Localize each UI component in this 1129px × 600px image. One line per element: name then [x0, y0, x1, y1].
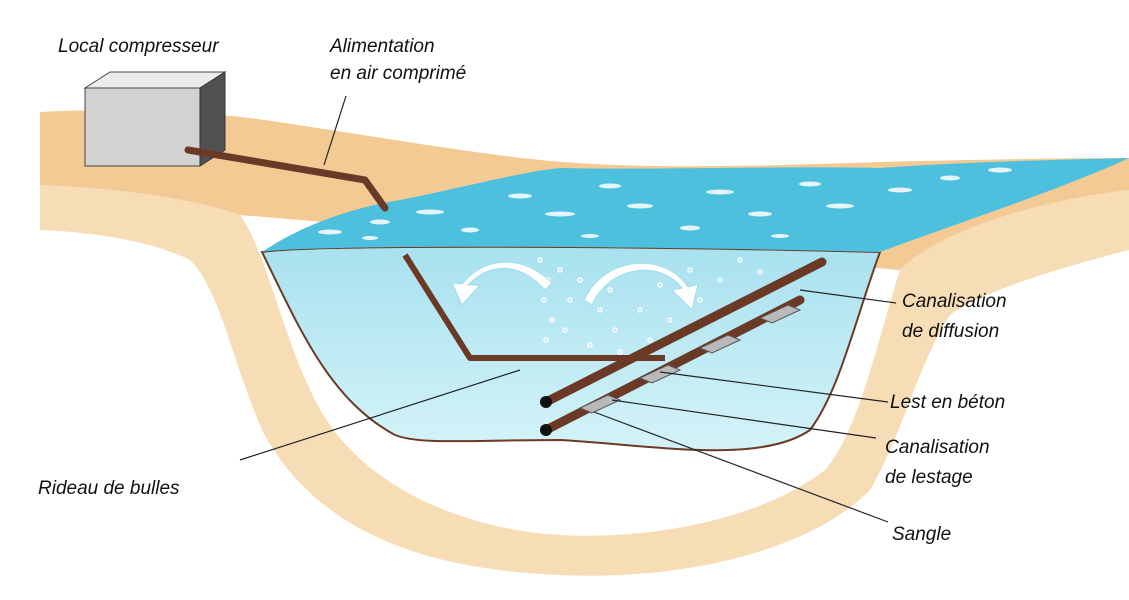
label-ballast-pipe-line1: Canalisation [885, 437, 990, 458]
ballast-pipe-end [540, 424, 552, 436]
circulation-arrow-left [451, 261, 553, 306]
diffusion-pipe [541, 257, 827, 407]
air-supply-pipe [184, 146, 389, 212]
leader-lines [239, 95, 897, 523]
label-ballast-pipe-line2: de lestage [885, 467, 973, 488]
concrete-ballast-blocks [578, 304, 802, 414]
label-compressor: Local compresseur [58, 36, 219, 57]
compressor-building [83, 71, 227, 167]
label-diffusion-pipe-line2: de diffusion [902, 321, 1000, 342]
diffusion-pipe-end [540, 396, 552, 408]
label-air-supply-line1: Alimentation [330, 36, 435, 57]
label-concrete-ballast: Lest en béton [890, 392, 1006, 413]
label-strap: Sangle [892, 524, 952, 545]
circulation-arrow-right [583, 262, 699, 311]
label-bubble-curtain: Rideau de bulles [38, 478, 180, 499]
water-surface-ripples [318, 167, 1012, 240]
descending-pipe [402, 253, 665, 361]
water-surface [262, 158, 1129, 252]
label-diffusion-pipe-line1: Canalisation [902, 291, 1007, 312]
water-body [260, 245, 882, 452]
label-air-supply-line2: en air comprimé [330, 63, 467, 84]
ground-cross-section [40, 185, 1129, 576]
